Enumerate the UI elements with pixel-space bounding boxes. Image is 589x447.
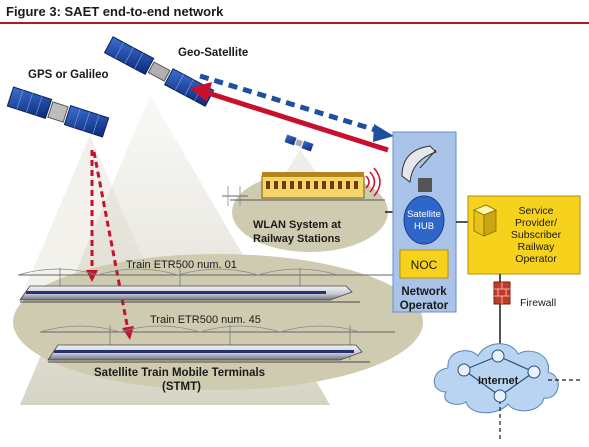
provider-label-line3: Subscriber	[511, 229, 562, 241]
gps-arrow-train1	[86, 270, 98, 282]
train2-label: Train ETR500 num. 45	[150, 314, 261, 326]
gps-satellite-icon	[6, 86, 110, 138]
provider-label-line1: Service	[518, 205, 553, 217]
train-icon-2	[39, 325, 395, 363]
noc-label: NOC	[411, 258, 438, 272]
gps-beam-cone	[20, 135, 160, 300]
server-icon	[473, 204, 497, 237]
train1-label: Train ETR500 num. 01	[126, 259, 237, 271]
noc-box	[399, 249, 449, 279]
small-satellite-icon	[284, 134, 314, 152]
hub-uplink-line	[204, 89, 389, 153]
provider-label-line2: Provider/	[515, 217, 557, 229]
stmt-label-line2: (STMT)	[162, 381, 201, 393]
provider-label-line4: Railway	[518, 241, 556, 253]
title-rule	[0, 22, 589, 24]
internet-cloud	[433, 343, 559, 414]
satellite-hub	[403, 195, 445, 245]
satellite-dish-icon	[401, 145, 437, 192]
wlan-label-line2: Railway Stations	[253, 233, 340, 245]
wlan-label-line1: WLAN System at	[253, 219, 341, 231]
stmt-label-line1: Satellite Train Mobile Terminals	[94, 367, 265, 379]
router-icon	[457, 349, 541, 403]
geo-downlink-line	[199, 73, 383, 135]
geo-satellite-label: Geo-Satellite	[178, 47, 248, 59]
firewall-label: Firewall	[520, 297, 556, 309]
provider-label-line5: Operator	[515, 253, 557, 265]
operator-label-line1: Network	[401, 286, 447, 298]
figure-title: Figure 3: SAET end-to-end network	[6, 4, 224, 19]
downlink-arrowhead	[373, 124, 394, 142]
railway-station-icon	[222, 167, 385, 206]
gps-satellite-label: GPS or Galileo	[28, 69, 109, 81]
train-icon	[17, 268, 395, 303]
uplink-arrowhead	[190, 82, 212, 102]
operator-label-line2: Operator	[400, 300, 449, 312]
firewall-icon	[493, 281, 511, 305]
hub-label-line1: Satellite	[407, 209, 441, 220]
internet-label: Internet	[478, 375, 519, 387]
hub-label-line2: HUB	[414, 221, 434, 232]
